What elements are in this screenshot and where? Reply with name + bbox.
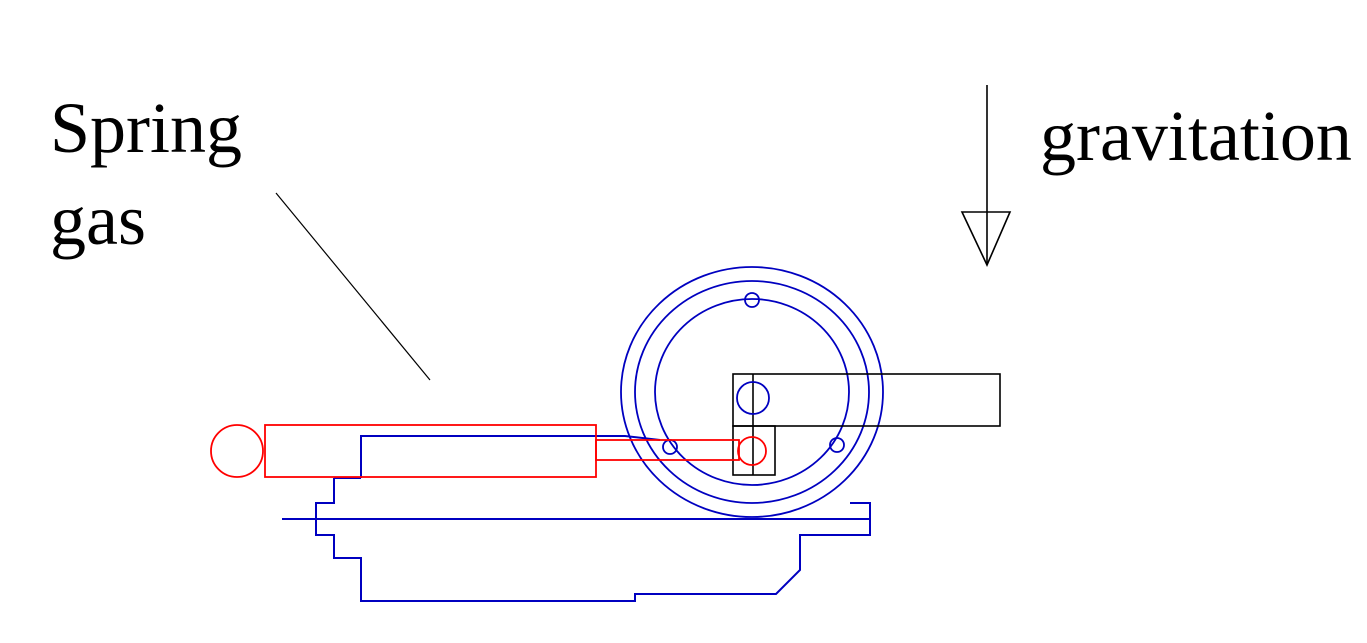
pivot-pin xyxy=(736,381,770,415)
lever-arm xyxy=(732,373,1001,476)
gravitation-label: gravitation xyxy=(1040,96,1352,176)
base-frame xyxy=(282,435,871,602)
gas-spring xyxy=(210,424,767,478)
label-leader-line xyxy=(275,192,431,381)
spring-label: Spring xyxy=(50,88,243,168)
gravitation-arrow xyxy=(960,85,1012,267)
gas-label: gas xyxy=(50,180,146,260)
wheel xyxy=(620,266,884,518)
